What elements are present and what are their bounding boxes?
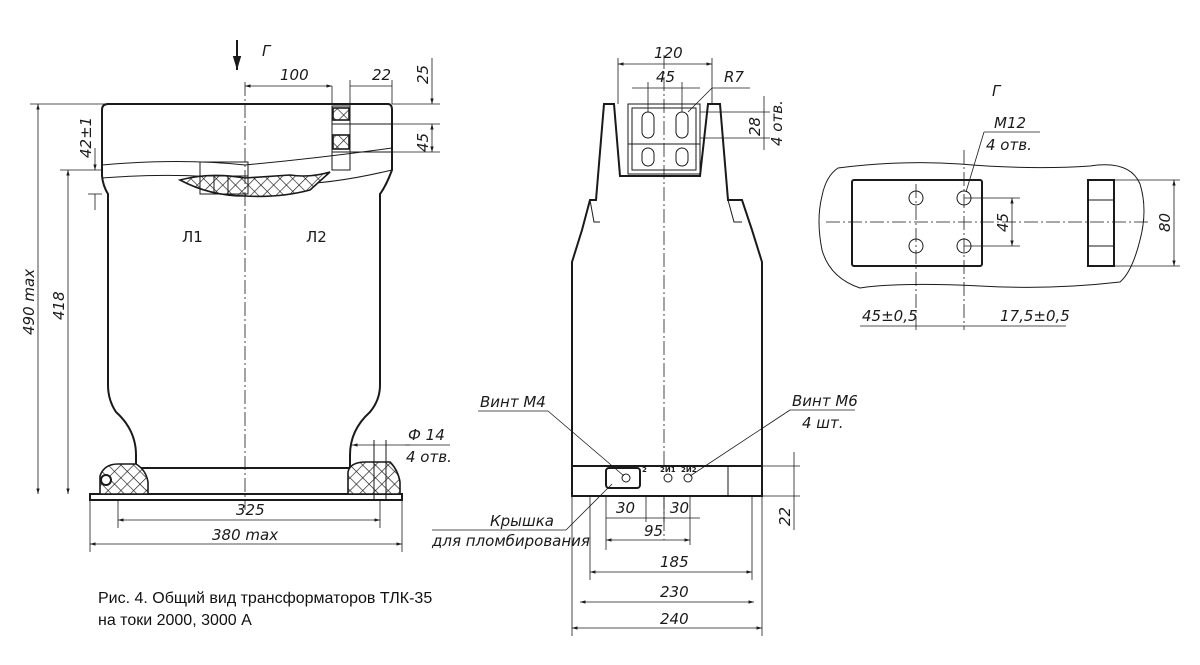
head-separation [101,147,393,166]
m4-leader [547,410,625,477]
cover-plate [605,467,641,489]
view-g-plate [851,179,983,267]
terminal-mark-2: 2 [642,466,647,474]
dim-28: 28 [746,117,764,136]
side-rib [589,199,600,223]
side-body-outline [571,103,763,467]
dim-240: 240 [660,610,689,628]
front-base-plate [89,493,403,501]
view-marker-label: Г [262,42,272,60]
view-g-bar [1087,179,1115,267]
screw-m4-icon [621,473,631,483]
side-rib [727,199,742,223]
dim-45-tol: 45±0,5 [862,307,918,325]
dim-45-vg: 45 [994,213,1012,232]
dim-80: 80 [1156,213,1174,232]
slot [641,147,655,167]
dim-100: 100 [280,66,309,84]
terminal-mark-2i1: 2И1 [660,466,676,474]
dim-325: 325 [236,501,265,519]
terminal-hatch-top [332,107,350,121]
caption-line-2: на токи 2000, 3000 А [98,612,252,629]
side-terminal-box [571,465,763,497]
radius-leader [687,87,713,113]
dim-25: 25 [414,65,432,84]
screw-m6-icon [683,473,693,483]
dim-418: 418 [50,291,68,320]
label-m12: М12 [994,114,1026,132]
figure-caption: Рис. 4. Общий вид трансформаторов ТЛК-35… [98,588,432,632]
dim-17: 17,5±0,5 [1000,307,1070,325]
label-m12-count: 4 отв. [986,136,1032,154]
dim-30a: 30 [616,499,635,517]
front-view: Г Л1 Л2 100 22 25 45 490 max 418 42±1 [20,40,452,552]
dim-95: 95 [644,522,663,540]
screw-m6-icon [663,473,673,483]
m6-leader [689,409,791,477]
label-screw-m4: Винт М4 [480,393,546,411]
view-g: Г М12 4 отв. 45 80 45±0,5 [818,82,1180,330]
slot [675,111,689,139]
dim-22-side: 22 [776,507,794,526]
left-foot-hatch [99,463,149,495]
front-body-outline [101,103,393,469]
cover-leader [565,483,613,531]
dim-radius: R7 [724,68,744,86]
front-terminal-block [331,105,351,171]
view-g-title: Г [992,82,1002,100]
dim-45: 45 [414,133,432,152]
slot [675,147,689,167]
slot [641,111,655,139]
terminal-l2-label: Л2 [306,228,327,246]
side-view: 2И1 2И2 2 120 45 R7 28 4 отв. Винт М4 Ви… [431,44,858,636]
label-cover-1: Крышка [490,512,554,530]
m12-leader [965,131,985,193]
head-insert-inner [199,175,249,195]
dim-45-top: 45 [656,68,675,86]
dim-30b: 30 [670,499,689,517]
hole-count: 4 отв. [406,448,452,466]
dim-185: 185 [660,553,689,571]
hole-diameter: Ф 14 [408,426,445,444]
slot-count: 4 отв. [768,100,786,146]
dim-490: 490 max [20,269,38,335]
dim-22: 22 [372,66,391,84]
dim-42: 42±1 [77,117,95,158]
dim-380: 380 max [212,526,278,544]
label-cover-2: для пломбирования [431,532,590,550]
label-screw-m6-count: 4 шт. [802,414,844,432]
label-screw-m6: Винт М6 [792,392,858,410]
dim-230: 230 [660,583,689,601]
terminal-l1-label: Л1 [182,228,203,246]
terminal-hatch-bottom [332,134,350,150]
dim-120: 120 [654,44,683,62]
view-g-break-outline [818,162,1145,289]
caption-line-1: Рис. 4. Общий вид трансформаторов ТЛК-35 [98,590,433,607]
left-foot-bolt [100,474,112,486]
terminal-mark-2i2: 2И2 [681,466,697,474]
